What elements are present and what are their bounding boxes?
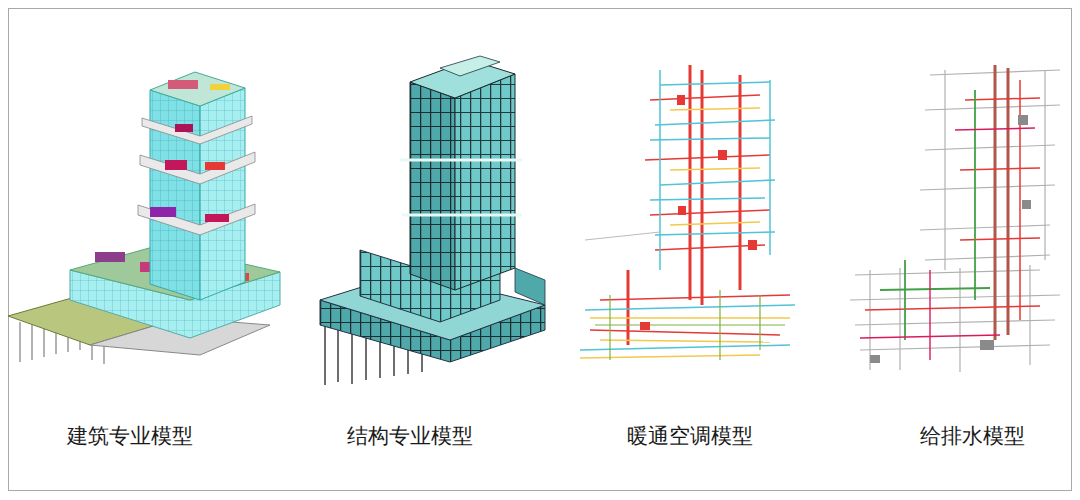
- hvac-model: [580, 65, 795, 360]
- model-caption: 暖通空调模型: [627, 424, 753, 449]
- structure-model: [320, 56, 546, 385]
- frame: [9, 9, 1072, 491]
- model-caption: 结构专业模型: [347, 424, 473, 449]
- architecture-model: [8, 72, 280, 364]
- model-caption: 建筑专业模型: [67, 424, 193, 449]
- plumbing-model: [850, 65, 1060, 372]
- model-caption: 给排水模型: [920, 424, 1025, 449]
